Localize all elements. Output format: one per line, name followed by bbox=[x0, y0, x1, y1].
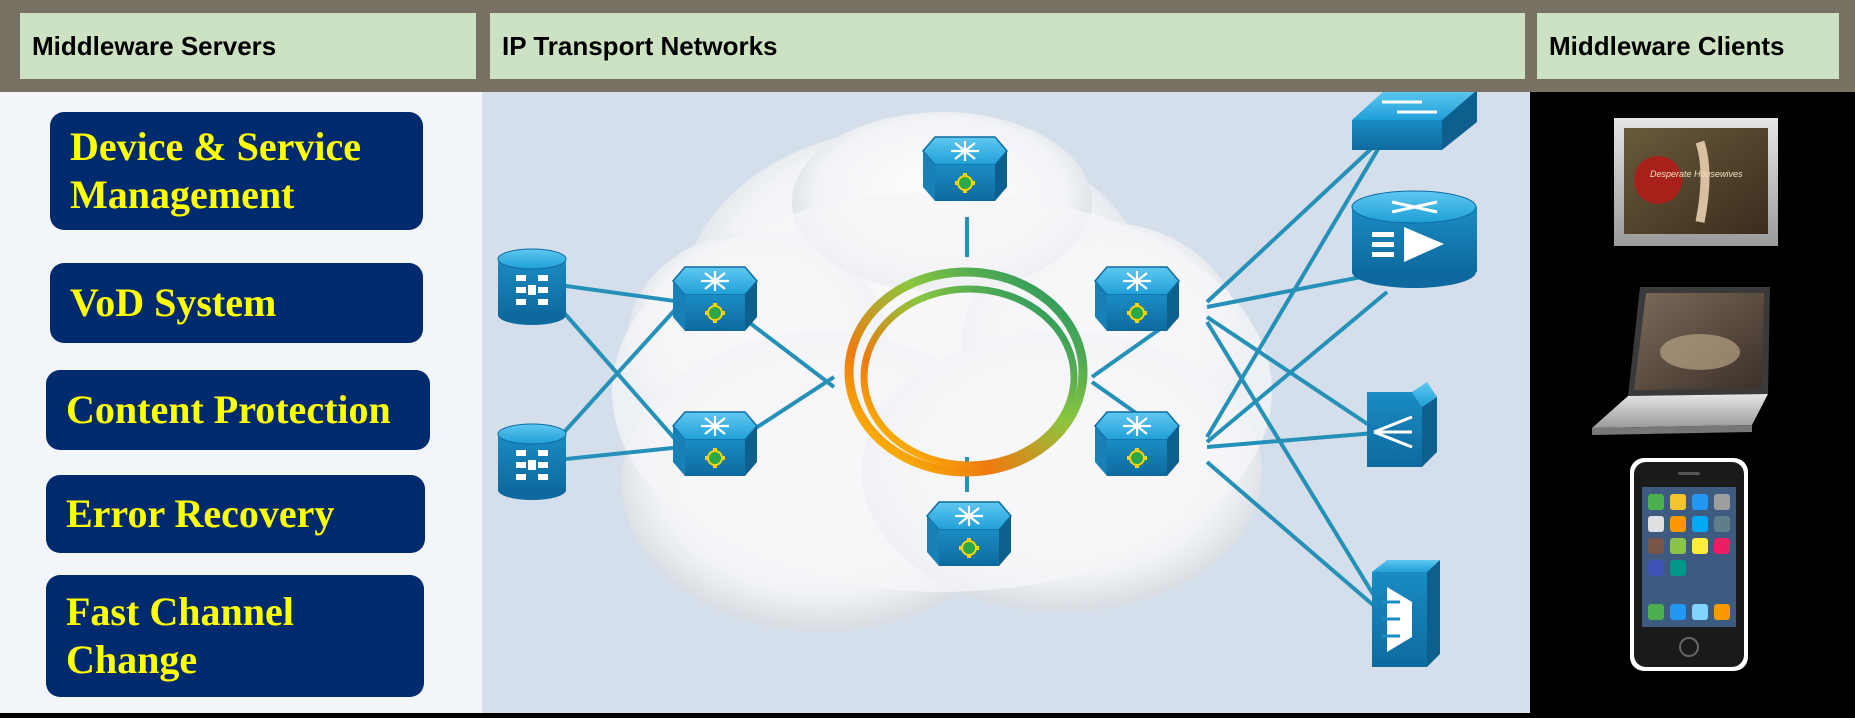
switch-icon bbox=[1093, 410, 1181, 478]
service-content-protection[interactable]: Content Protection bbox=[46, 370, 430, 450]
encoder-router-icon bbox=[1351, 190, 1477, 288]
service-device-management[interactable]: Device & Service Management bbox=[50, 112, 423, 230]
switch-icon bbox=[671, 410, 759, 478]
switch-icon bbox=[1093, 265, 1181, 333]
workgroup-switch-icon bbox=[1352, 92, 1477, 150]
switch-icon bbox=[925, 500, 1013, 568]
app-grid bbox=[1648, 494, 1730, 620]
content-switch-icon bbox=[1367, 382, 1437, 467]
header-middleware-servers: Middleware Servers bbox=[20, 13, 476, 79]
service-error-recovery[interactable]: Error Recovery bbox=[46, 475, 425, 553]
middleware-clients-panel: Desperate Housewives bbox=[1530, 92, 1855, 713]
laptop-icon[interactable] bbox=[1592, 287, 1770, 435]
header-middleware-clients: Middleware Clients bbox=[1537, 13, 1839, 79]
ip-transport-network-panel bbox=[482, 92, 1530, 713]
service-fast-channel-change[interactable]: Fast Channel Change bbox=[46, 575, 424, 697]
client-devices: Desperate Housewives bbox=[1592, 118, 1778, 671]
multiplexer-icon bbox=[1372, 560, 1440, 667]
switch-icon bbox=[921, 135, 1009, 203]
smartphone-icon[interactable] bbox=[1630, 458, 1748, 671]
switch-icon bbox=[671, 265, 759, 333]
router-icon bbox=[497, 423, 567, 501]
network-links bbox=[535, 132, 1389, 619]
router-icon bbox=[497, 248, 567, 326]
service-vod-system[interactable]: VoD System bbox=[50, 263, 423, 343]
network-diagram bbox=[497, 92, 1477, 667]
tv-screen-text: Desperate Housewives bbox=[1650, 169, 1743, 179]
backbone-ring bbox=[844, 267, 1088, 477]
tv-icon[interactable]: Desperate Housewives bbox=[1614, 118, 1778, 246]
home-button-icon[interactable] bbox=[1679, 637, 1699, 657]
header-ip-transport-networks: IP Transport Networks bbox=[490, 13, 1525, 79]
